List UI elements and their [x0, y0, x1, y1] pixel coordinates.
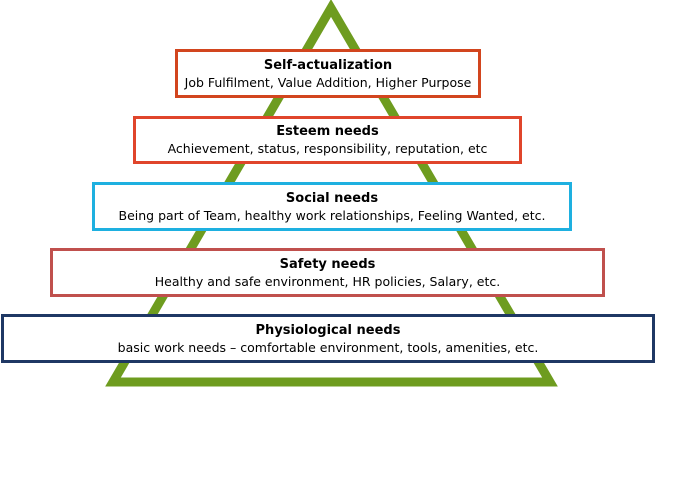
level-self-actualization: Self-actualization Job Fulfilment, Value… — [175, 49, 481, 98]
level-safety-needs: Safety needs Healthy and safe environmen… — [50, 248, 605, 297]
level-title: Safety needs — [279, 256, 376, 272]
level-title: Physiological needs — [255, 322, 401, 338]
level-title: Social needs — [285, 190, 379, 206]
level-social-needs: Social needs Being part of Team, healthy… — [92, 182, 572, 231]
level-physiological-needs: Physiological needs basic work needs – c… — [1, 314, 655, 363]
level-description: Job Fulfilment, Value Addition, Higher P… — [184, 74, 472, 90]
level-esteem-needs: Esteem needs Achievement, status, respon… — [133, 116, 522, 164]
level-description: basic work needs – comfortable environme… — [117, 339, 539, 355]
level-description: Achievement, status, responsibility, rep… — [167, 141, 488, 156]
level-description: Being part of Team, healthy work relatio… — [118, 207, 546, 223]
level-description: Healthy and safe environment, HR policie… — [154, 273, 501, 289]
level-title: Self-actualization — [263, 57, 393, 73]
level-title: Esteem needs — [276, 124, 379, 139]
